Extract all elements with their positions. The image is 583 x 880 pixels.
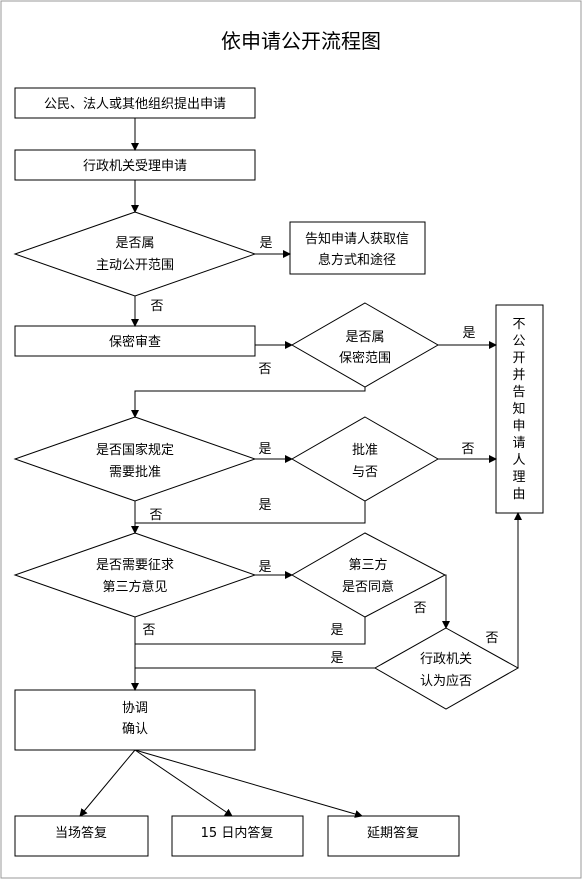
not-public-char: 人 <box>512 453 525 468</box>
edge-coord-15 <box>134 749 233 817</box>
approve-diamond <box>290 416 440 502</box>
secrecy-label: 保密审查 <box>109 334 161 350</box>
not-public-label: 不公开并告知申请人理由 <box>512 317 525 502</box>
active-scope-label-1: 是否属 <box>115 236 154 251</box>
coordinate-box <box>14 689 256 751</box>
reply-15-box <box>171 815 304 857</box>
not-public-char: 知 <box>512 401 525 417</box>
not-public-char: 不 <box>512 317 525 332</box>
agency-decide-label-1: 行政机关 <box>420 652 472 667</box>
edge-label-no: 否 <box>461 442 474 457</box>
edge-thirdagree-agency <box>442 574 450 629</box>
secrecy-box <box>14 325 256 357</box>
approve-label-2: 与否 <box>352 465 378 480</box>
coordinate-label-2: 确认 <box>122 722 148 737</box>
inform-box <box>289 221 426 275</box>
active-scope-diamond <box>13 211 257 297</box>
edge-label-no: 否 <box>413 601 426 616</box>
third-party-agree-label-1: 第三方 <box>348 557 387 573</box>
reply-now-box <box>14 815 149 857</box>
edge-secret-approvalneed <box>131 387 366 418</box>
inform-label-1: 告知申请人获取信 <box>305 231 409 247</box>
third-party-need-diamond <box>13 532 257 618</box>
approval-need-diamond <box>13 416 257 502</box>
edge-label-no: 否 <box>150 299 163 314</box>
edge-label-yes: 是 <box>330 651 343 666</box>
edge-label-no: 否 <box>149 508 162 523</box>
not-public-char: 告 <box>512 385 525 400</box>
approval-need-label-1: 是否国家规定 <box>96 442 174 458</box>
approve-label-1: 批准 <box>352 443 378 458</box>
apply-label: 公民、法人或其他组织提出申请 <box>44 96 226 112</box>
approval-need-label-2: 需要批准 <box>109 465 161 480</box>
agency-decide-diamond <box>373 627 520 710</box>
third-party-agree-label-2: 是否同意 <box>342 579 394 595</box>
not-public-char: 理 <box>512 470 525 485</box>
edge-label-yes: 是 <box>258 560 271 575</box>
edge-thirdagree-yes-return <box>135 617 366 645</box>
page-title: 依申请公开流程图 <box>221 29 381 53</box>
edge-label-yes: 是 <box>258 442 271 457</box>
inform-label-2: 息方式和途径 <box>318 252 396 268</box>
third-party-need-label-1: 是否需要征求 <box>96 558 174 573</box>
agency-decide-label-2: 认为应否 <box>420 673 472 689</box>
active-scope-label-2: 主动公开范围 <box>96 258 174 273</box>
edge-label-no: 否 <box>142 623 155 638</box>
edge-coord-delay <box>134 749 363 818</box>
not-public-char: 申 <box>512 419 525 434</box>
secret-scope-label-1: 是否属 <box>345 330 384 345</box>
reply-delay-label: 延期答复 <box>367 825 419 841</box>
edge-approve-yes-return <box>135 501 366 524</box>
not-public-char: 并 <box>512 368 525 383</box>
accept-box <box>14 149 256 181</box>
accept-label: 行政机关受理申请 <box>83 159 187 174</box>
not-public-char: 请 <box>512 436 525 451</box>
edge-label-yes: 是 <box>330 623 343 638</box>
coordinate-label-1: 协调 <box>122 701 148 716</box>
edge-label-yes: 是 <box>258 498 271 513</box>
not-public-char: 由 <box>512 487 525 502</box>
reply-15-label: 15 日内答复 <box>201 825 274 841</box>
not-public-char: 公 <box>512 334 525 349</box>
edge-label-yes: 是 <box>259 236 272 251</box>
not-public-char: 开 <box>512 351 525 366</box>
reply-now-label: 当场答复 <box>55 825 107 841</box>
secret-scope-diamond <box>290 302 440 388</box>
third-party-need-label-2: 第三方意见 <box>102 579 167 595</box>
reply-delay-box <box>327 815 460 857</box>
edge-label-no: 否 <box>258 362 271 377</box>
edge-label-yes: 是 <box>462 326 475 341</box>
secret-scope-label-2: 保密范围 <box>339 350 391 366</box>
edge-coord-now <box>79 749 136 817</box>
edge-label-no: 否 <box>485 631 498 646</box>
